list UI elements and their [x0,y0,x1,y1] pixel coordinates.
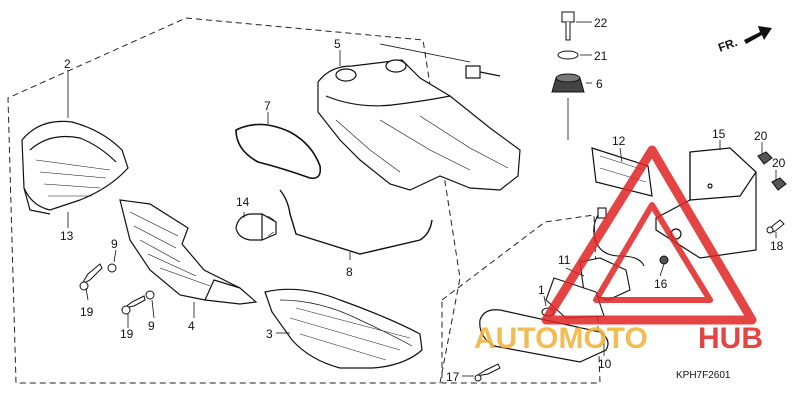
lens-part-10 [479,309,609,363]
gasket-part-7 [235,123,322,180]
washer-9a [107,263,117,273]
nut-20a [757,151,773,165]
bulb-part-14 [235,213,277,241]
nut-20b [771,177,787,191]
callout-20-lower: 20 [772,156,786,170]
wire-part-8 [279,189,433,255]
callout-2: 2 [64,57,71,71]
callout-19-right: 19 [120,327,134,341]
screw-19a [79,263,103,291]
callout-17: 17 [446,370,460,384]
grommet-part-16 [659,255,669,265]
watermark-text-automoto: AUTOMOTO [474,322,648,355]
callout-18: 18 [770,239,784,253]
callout-12: 12 [612,134,626,148]
callout-14: 14 [236,195,250,209]
callout-21: 21 [594,49,608,63]
callout-13: 13 [60,229,74,243]
callout-6: 6 [596,77,603,91]
screw-19b [121,295,146,315]
callout-22: 22 [594,16,608,30]
callout-16: 16 [654,277,668,291]
callout-8: 8 [346,265,353,279]
leader-lines [67,21,777,377]
diagram-code: KPH7F2601 [676,370,731,381]
front-label: FR. [716,35,739,55]
screw-part-18 [766,219,785,234]
rear-bracket-part-5 [317,59,521,191]
callout-3: 3 [266,327,273,341]
tail-lens-part-13 [21,120,129,215]
left-group-border [7,17,461,384]
callouts: 2 13 9 19 19 9 4 3 5 7 14 8 22 21 6 12 1… [60,16,786,384]
inner-housing-part-4 [119,199,258,305]
watermark-triangle-inner-icon [593,202,713,303]
callout-19-left: 19 [80,305,94,319]
grommet-part-6 [551,73,585,93]
callout-11: 11 [558,253,571,267]
callout-9-lower: 9 [148,319,155,333]
washer-part-21 [557,50,579,60]
callout-1: 1 [538,283,545,297]
callout-4: 4 [188,319,195,333]
watermark: AUTOMOTO HUB [474,145,763,355]
callout-15: 15 [712,127,726,141]
washer-9b [145,290,155,300]
front-arrow-icon [744,26,772,44]
callout-9-upper: 9 [111,237,118,251]
screw-part-17 [474,363,501,382]
bolt-part-22 [561,11,575,41]
callout-7: 7 [264,99,271,113]
lower-lens-part-3 [264,288,423,369]
callout-5: 5 [334,37,341,51]
callout-20-upper: 20 [754,129,768,143]
callout-10: 10 [598,357,612,371]
front-direction-indicator: FR. [716,26,772,55]
watermark-text-hub: HUB [698,322,763,355]
watermark-triangle-icon [541,145,757,325]
